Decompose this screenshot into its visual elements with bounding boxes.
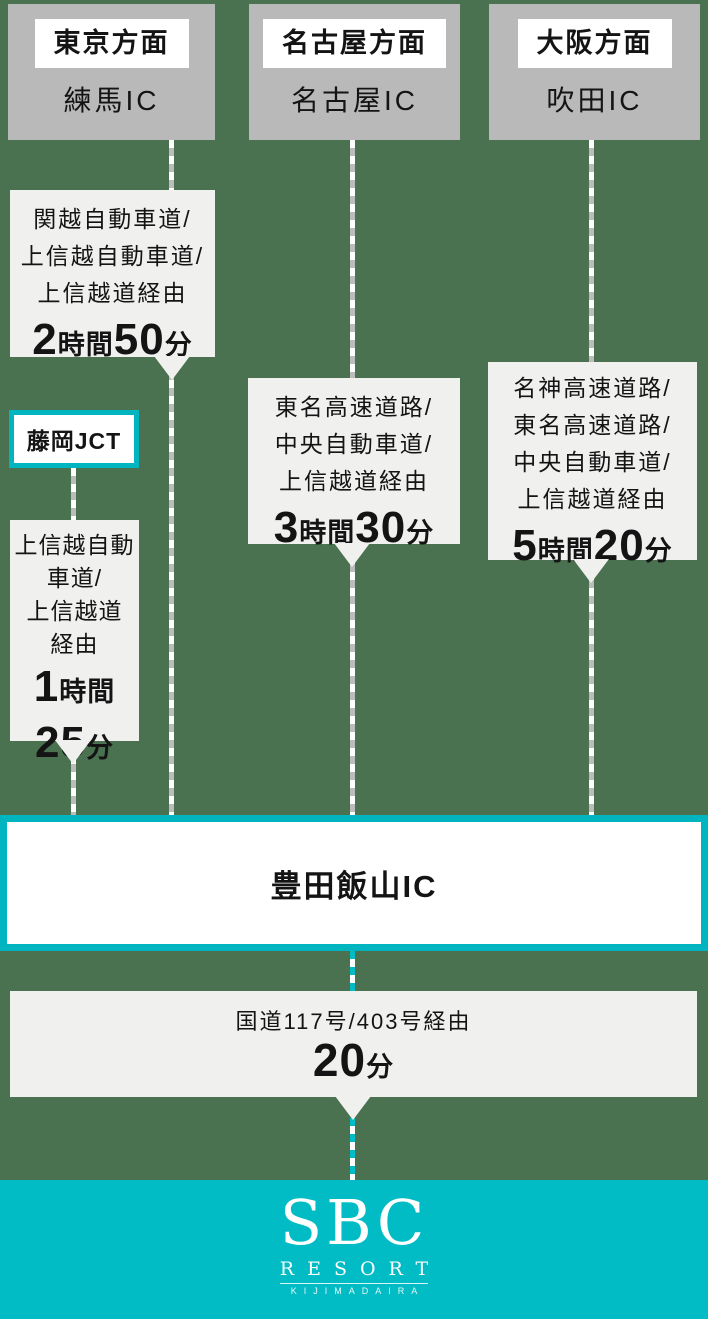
brand-logo-kijimadaira: KIJIMADAIRA (290, 1286, 425, 1296)
ic-label-nagoya: 名古屋IC (290, 85, 418, 116)
direction-label-osaka: 大阪方面 (517, 19, 672, 68)
route-box-nagoya: 東名高速道路/ 中央自動車道/ 上信越道経由 3時間30分 (248, 378, 460, 552)
route-duration-osaka: 5時間20分 (512, 521, 673, 570)
direction-label-nagoya: 名古屋方面 (263, 19, 446, 68)
destination-ic-box: 豊田飯山IC (0, 815, 708, 951)
pointer-triangle-tokyo-main (154, 356, 190, 380)
junction-box-fujioka: 藤岡JCT (9, 410, 139, 468)
header-tokyo: 東京方面 練馬IC (8, 4, 215, 140)
route-line-destination-lower (350, 1118, 355, 1180)
route-line-destination-upper (350, 951, 355, 991)
brand-logo-resort: RESORT (279, 1258, 442, 1280)
brand-logo-divider (280, 1283, 428, 1284)
pointer-triangle-nagoya (334, 543, 370, 567)
final-route-duration: 20分 (312, 1034, 395, 1086)
route-via-nagoya: 東名高速道路/ 中央自動車道/ 上信越道経由 (274, 394, 434, 494)
brand-logo-sbc: SBC (279, 1186, 429, 1259)
direction-label-tokyo: 東京方面 (34, 19, 189, 68)
final-route-via: 国道117号/403号経由 (235, 1009, 472, 1034)
ic-label-suita: 吹田IC (546, 85, 643, 116)
pointer-triangle-osaka (573, 559, 609, 583)
route-box-tokyo-main: 関越自動車道/ 上信越自動車道/ 上信越道経由 2時間50分 (10, 190, 215, 364)
route-line-tokyo-main (169, 140, 174, 815)
final-route-box: 国道117号/403号経由 20分 (10, 991, 697, 1097)
route-via-tokyo-jct: 上信越自動 車道/ 上信越道 経由 (14, 532, 135, 657)
header-nagoya: 名古屋方面 名古屋IC (249, 4, 460, 140)
header-osaka: 大阪方面 吹田IC (489, 4, 700, 140)
footer-brand-panel: SBC RESORT KIJIMADAIRA (0, 1180, 708, 1319)
route-duration-tokyo-main: 2時間50分 (32, 315, 193, 364)
pointer-triangle-tokyo-jct (55, 740, 91, 764)
route-via-osaka: 名神高速道路/ 東名高速道路/ 中央自動車道/ 上信越道経由 (513, 375, 672, 512)
route-via-tokyo-main: 関越自動車道/ 上信越自動車道/ 上信越道経由 (20, 206, 205, 306)
pointer-triangle-final (335, 1096, 371, 1120)
route-box-osaka: 名神高速道路/ 東名高速道路/ 中央自動車道/ 上信越道経由 5時間20分 (488, 362, 697, 570)
ic-label-nerima: 練馬IC (63, 85, 160, 116)
